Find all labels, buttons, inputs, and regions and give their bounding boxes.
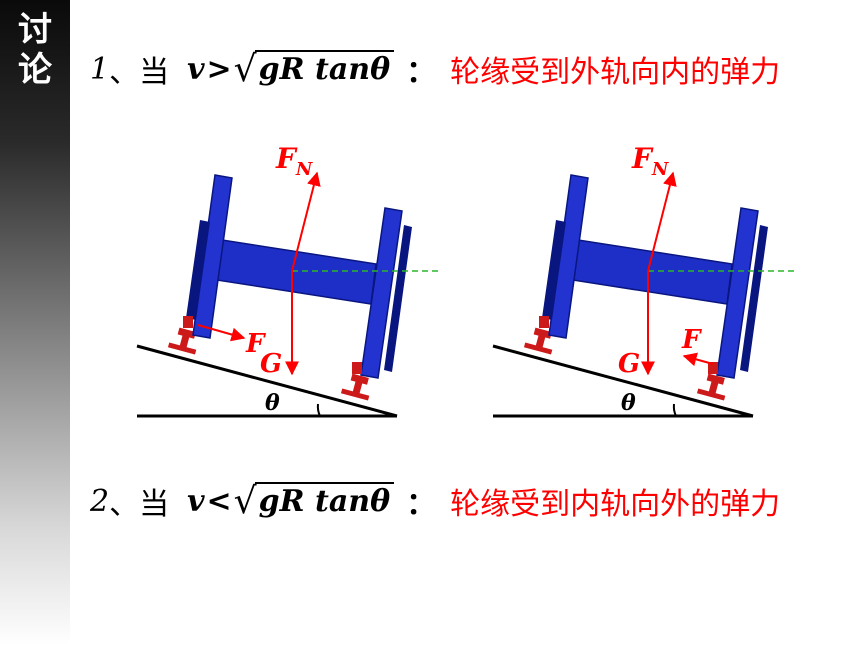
label-fn: FN — [275, 142, 314, 180]
velocity-symbol: v — [187, 51, 205, 87]
velocity-symbol: v — [187, 483, 205, 519]
rail-inner — [523, 327, 553, 355]
conclusion-text: 轮缘受到外轨向内的弹力 — [450, 55, 781, 90]
relation-symbol: < — [206, 483, 232, 519]
diagram-inner-flange-force: FN G F θ — [492, 142, 798, 418]
diagram-outer-flange-force: FN G F θ — [136, 142, 440, 418]
side-title: 讨 论 — [12, 10, 58, 90]
item-number: 1 — [90, 51, 110, 87]
flange-right — [740, 225, 768, 372]
force-flange-arrow — [197, 324, 246, 342]
label-fn: FN — [631, 142, 670, 180]
flange-right — [384, 225, 412, 372]
colon: ： — [406, 55, 437, 90]
radicand: gR tanθ — [254, 482, 395, 520]
label-theta: θ — [621, 390, 636, 416]
item-sep: 、当 — [109, 55, 170, 90]
wheel-right — [716, 207, 759, 379]
rail-outer — [696, 373, 726, 401]
rail-outer — [340, 373, 370, 401]
sqrt-expression: √ gR tanθ — [233, 481, 395, 522]
angle-arc — [672, 403, 677, 417]
colon: ： — [406, 487, 437, 522]
label-g: G — [618, 349, 640, 379]
item-sep: 、当 — [109, 487, 170, 522]
radical-sign: √ — [233, 49, 257, 90]
conclusion-text: 轮缘受到内轨向外的弹力 — [450, 487, 781, 522]
label-g: G — [260, 349, 282, 379]
hub-left — [183, 316, 193, 328]
hub-right — [352, 362, 362, 374]
wheel-right — [360, 207, 403, 379]
condition-line-2: 2 、当 v < √ gR tanθ ： 轮缘受到内轨向外的弹力 — [90, 476, 780, 526]
rail-inner — [167, 327, 197, 355]
hub-right — [708, 362, 718, 374]
label-theta: θ — [265, 390, 280, 416]
side-title-char-1: 讨 — [18, 10, 52, 50]
label-f: F — [245, 329, 266, 359]
force-normal-arrow — [647, 171, 677, 272]
item-number: 2 — [90, 483, 110, 519]
condition-line-1: 1 、当 v > √ gR tanθ ： 轮缘受到外轨向内的弹力 — [90, 44, 780, 94]
label-f: F — [681, 325, 702, 355]
relation-symbol: > — [206, 51, 232, 87]
radical-sign: √ — [233, 481, 257, 522]
incline-line — [136, 344, 398, 418]
force-normal-arrow — [291, 171, 321, 272]
wheelset — [183, 174, 412, 379]
sidebar: 讨 论 — [0, 0, 70, 645]
flange-left — [186, 220, 210, 320]
wheelset — [539, 174, 768, 379]
incline-line — [492, 344, 754, 418]
hub-left — [539, 316, 549, 328]
side-title-char-2: 论 — [18, 50, 52, 90]
force-flange-arrow — [682, 352, 714, 367]
angle-arc — [316, 403, 321, 417]
radicand: gR tanθ — [254, 50, 395, 88]
flange-left — [542, 220, 566, 320]
sqrt-expression: √ gR tanθ — [233, 49, 395, 90]
